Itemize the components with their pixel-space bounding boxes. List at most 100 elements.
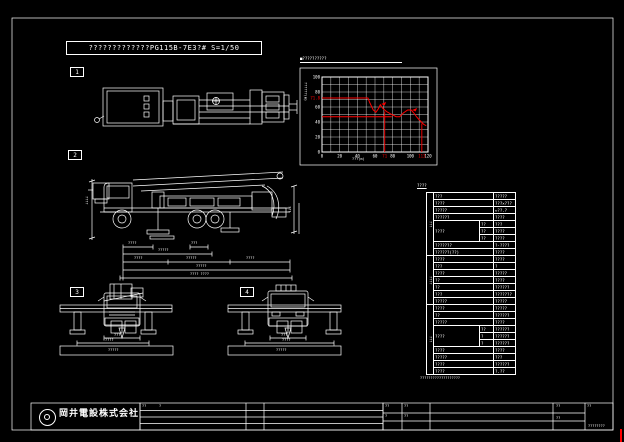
spec-label: ??? xyxy=(433,192,494,200)
dim-label: ???? xyxy=(128,241,137,245)
drawing-title: ?????????????PG115B-7E3?# S=1/50 xyxy=(88,44,240,52)
dim-label: ??? xyxy=(114,332,121,337)
chart-y-axis-label: ??????(m) xyxy=(303,82,308,101)
y-tick-label: 100 xyxy=(313,75,321,80)
spec-value: ??? xyxy=(493,353,516,361)
spec-value: ??? xyxy=(493,220,516,228)
chart-marker xyxy=(381,102,387,106)
spec-value: ????? xyxy=(493,192,516,200)
chart-caption: ■?????????? xyxy=(300,57,402,63)
spec-label: ???? xyxy=(433,367,494,375)
x-tick-label: 80 xyxy=(390,154,395,159)
spec-unit: ?? xyxy=(479,220,494,228)
front-view-4 xyxy=(227,284,342,356)
dim-label: ??? xyxy=(191,241,198,245)
titleblock-label: ? xyxy=(159,403,162,408)
spec-label: ???? xyxy=(433,255,494,263)
spec-unit: ?? xyxy=(479,227,494,235)
side-view-dimensions xyxy=(88,179,300,281)
spec-label: ?????? xyxy=(433,213,494,221)
y-tick-label: 20 xyxy=(315,135,320,140)
spec-label: ?? xyxy=(433,311,494,319)
spec-label: ????? xyxy=(433,318,494,326)
dim-label: ???? xyxy=(282,338,291,342)
company-name: 岡井電設株式会社 xyxy=(59,409,140,419)
spec-value: ???? xyxy=(493,255,516,263)
spec-label: ????? xyxy=(433,353,494,361)
dim-label: ????? xyxy=(196,264,207,268)
y-tick-label: 60 xyxy=(315,105,320,110)
company-logo xyxy=(39,409,56,426)
spec-unit: ?? xyxy=(479,325,494,333)
spec-label: ?? xyxy=(433,276,494,284)
titleblock-label: ?? xyxy=(404,413,409,418)
spec-unit: ? xyxy=(479,332,494,340)
spec-value: ???? xyxy=(493,248,516,256)
dim-label: ???? xyxy=(84,196,89,205)
y-tick-label: 0 xyxy=(318,150,321,155)
spec-label: ??? xyxy=(433,290,494,298)
spec-group: ??? xyxy=(426,304,434,375)
title-block-grid xyxy=(30,402,614,431)
dim-label: ????? xyxy=(276,347,287,352)
y-tick-label: 80 xyxy=(315,90,320,95)
dim-label: ???? xyxy=(105,338,114,342)
spec-label: ??????(??) xyxy=(433,248,494,256)
spec-value: ?????? xyxy=(493,360,516,368)
spec-value: ???? xyxy=(493,318,516,326)
spec-value: ???×??? xyxy=(493,199,516,207)
spec-value: ?????? xyxy=(493,283,516,291)
titleblock-label: ?? xyxy=(404,404,409,408)
chart-x-axis-label: ???(m) xyxy=(352,157,365,161)
spec-label: ???? xyxy=(433,269,494,277)
spec-value: ????? xyxy=(493,304,516,312)
red-corner-mark xyxy=(620,429,622,442)
spec-label: ???? xyxy=(433,304,494,312)
spec-value: ???? xyxy=(493,234,516,242)
titleblock-label: ? xyxy=(385,413,388,418)
y-tick-label: 40 xyxy=(315,120,320,125)
plan-view xyxy=(94,87,298,127)
spec-group: ??? xyxy=(426,192,434,256)
sheet-frame xyxy=(11,17,614,431)
titleblock-label: ?? xyxy=(587,404,592,408)
spec-value: ???? xyxy=(493,227,516,235)
spec-table-title: ???? xyxy=(417,183,427,188)
titleblock-label: ?? xyxy=(142,403,147,408)
titleblock-label: ?? xyxy=(556,404,561,408)
chart-red-y-label: 71.8 xyxy=(310,96,320,101)
spec-label: ??????? xyxy=(433,241,494,249)
spec-value: ? xyxy=(493,262,516,270)
titleblock-label: ?? xyxy=(385,404,390,408)
x-tick-label: 120 xyxy=(424,154,432,159)
spec-table: ??? ???????? ???????×??? ?????≈??.? ????… xyxy=(426,192,516,375)
front-view-3 xyxy=(59,283,174,356)
spec-label: ???? xyxy=(433,360,494,368)
dim-label: ???? xyxy=(246,256,255,260)
spec-label: ???? xyxy=(433,199,494,207)
spec-value: ???? xyxy=(493,276,516,284)
spec-value: ????? xyxy=(493,297,516,305)
spec-unit: ? xyxy=(479,339,494,347)
dim-label: ???? ???? xyxy=(190,271,209,276)
spec-label: ????? xyxy=(433,297,494,305)
dim-label: ??? xyxy=(281,332,288,337)
spec-label: ??? xyxy=(433,262,494,270)
chart-curve xyxy=(322,97,427,127)
view-balloon-3: 3 xyxy=(70,287,84,297)
spec-value: ????? xyxy=(493,269,516,277)
stamp-note: ???????? xyxy=(588,423,605,428)
spec-value: ?????? xyxy=(493,325,516,333)
drawing-title-box: ?????????????PG115B-7E3?# S=1/50 xyxy=(66,41,262,55)
chart-red-x-label: 113 xyxy=(418,154,426,159)
dim-label: ??? xyxy=(287,206,292,213)
dim-label: ????? xyxy=(158,248,169,252)
titleblock-label: ?? xyxy=(556,416,561,420)
x-tick-label: 0 xyxy=(321,154,324,159)
spec-value: ???? xyxy=(493,213,516,221)
spec-value: ?.?? xyxy=(493,367,516,375)
spec-value: ???? xyxy=(493,346,516,354)
